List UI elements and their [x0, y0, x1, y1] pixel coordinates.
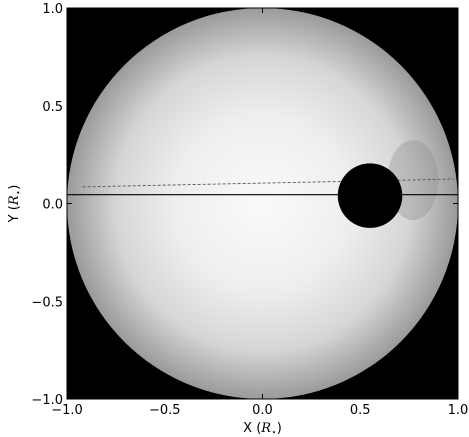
plot-area [66, 7, 459, 400]
x-tick-label: 0.0 [252, 403, 273, 418]
star-disk [67, 8, 458, 399]
y-tick-label: −1.0 [31, 393, 63, 408]
x-tick-label: −1.0 [51, 403, 83, 418]
x-axis-ticks: −1.0 −0.5 0.0 0.5 1.0 [51, 8, 468, 418]
x-tick-label: 0.5 [350, 403, 371, 418]
y-tick-label: −0.5 [31, 295, 63, 310]
y-tick-label: 0.5 [42, 100, 63, 115]
x-axis-label: X (R⋆) [243, 421, 282, 437]
x-tick-label: 1.0 [448, 403, 469, 418]
orbit-path-line [82, 178, 455, 188]
y-axis-label: Y (R⋆) [7, 185, 24, 224]
planet-disk [337, 163, 403, 228]
y-tick-label: 0.0 [42, 198, 63, 213]
x-tick-label: −0.5 [149, 403, 181, 418]
y-tick-label: 1.0 [42, 2, 63, 17]
y-axis-ticks: −1.0 −0.5 0.0 0.5 1.0 [31, 2, 458, 408]
